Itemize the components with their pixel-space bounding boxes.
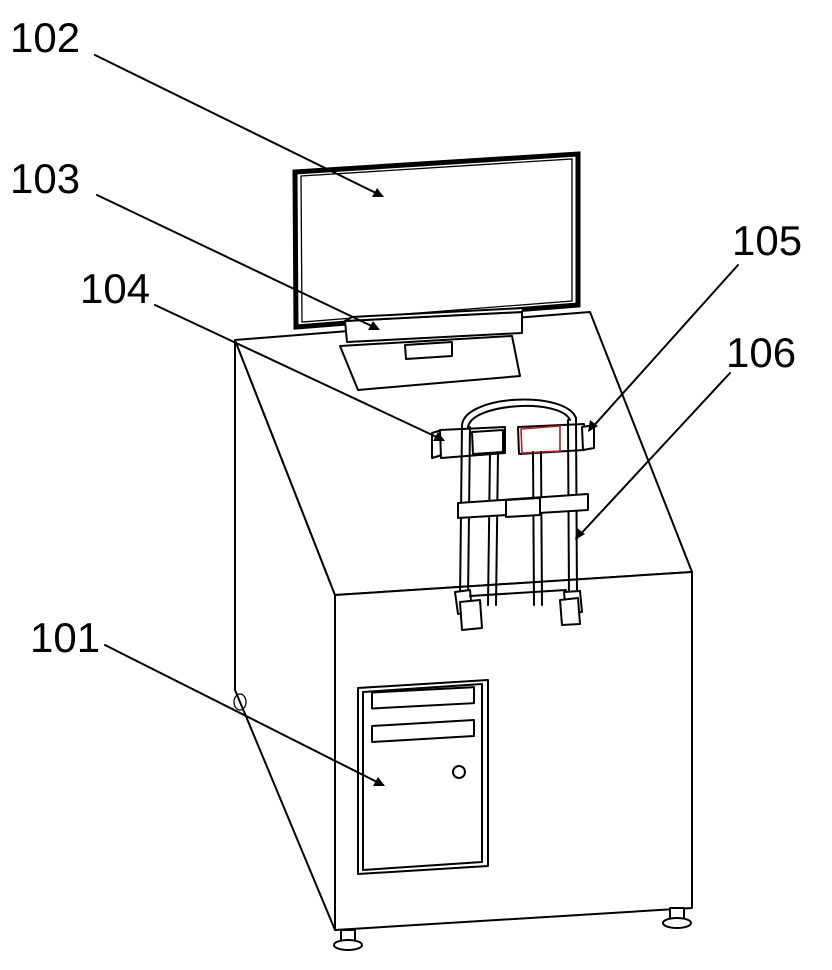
grip-assembly: [431, 398, 595, 631]
label-105: 105: [732, 217, 802, 264]
label-106: 106: [726, 329, 796, 376]
computer-host: [357, 679, 489, 875]
leveling-feet: [333, 907, 692, 951]
display-screen: [292, 151, 581, 330]
label-102: 102: [10, 14, 80, 61]
label-104: 104: [80, 265, 150, 312]
label-101: 101: [30, 614, 100, 661]
label-103: 103: [10, 155, 80, 202]
leader-lines: [94, 54, 739, 786]
display-stand: [339, 307, 525, 391]
